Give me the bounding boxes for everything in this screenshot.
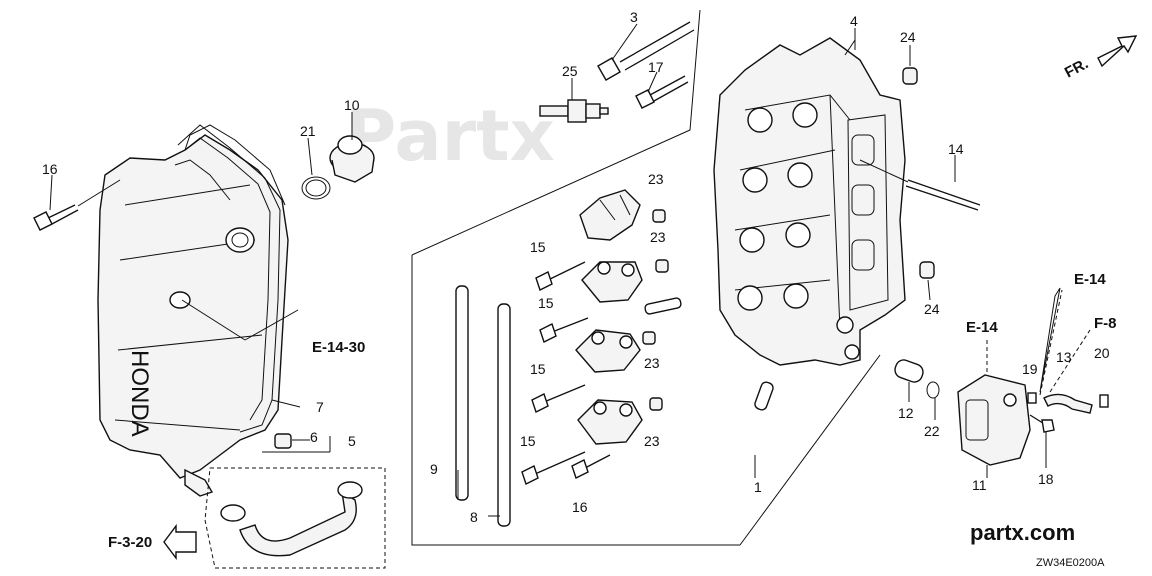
push-rod-9 bbox=[455, 285, 469, 501]
ref-f-8: F-8 bbox=[1094, 315, 1117, 332]
bolt-15-b bbox=[539, 317, 589, 343]
callout-3: 3 bbox=[630, 9, 638, 25]
callout-21: 21 bbox=[300, 123, 316, 139]
bolt-15-a bbox=[535, 261, 586, 291]
leader-lines bbox=[49, 23, 1047, 517]
callout-10: 10 bbox=[344, 97, 360, 113]
cylinder-head bbox=[713, 37, 906, 366]
sleeve-24-side bbox=[919, 261, 935, 279]
callout-23-a: 23 bbox=[648, 171, 664, 187]
fuel-hose-13 bbox=[1043, 393, 1093, 414]
bolt-18 bbox=[1029, 414, 1055, 433]
cover-drain-nozzle bbox=[184, 468, 214, 497]
callout-5: 5 bbox=[348, 433, 356, 449]
brand-logo: partx.com bbox=[970, 520, 1075, 545]
clip-20 bbox=[1099, 394, 1109, 408]
callout-22: 22 bbox=[924, 423, 940, 439]
fuel-pump bbox=[957, 374, 1031, 466]
bolt-15-d bbox=[521, 451, 586, 485]
bolt-15-c bbox=[531, 384, 586, 413]
callout-11: 11 bbox=[972, 477, 987, 493]
callout-4: 4 bbox=[850, 13, 858, 29]
callout-16-left: 16 bbox=[42, 161, 58, 177]
bolt-16-center bbox=[571, 454, 611, 479]
cover-gasket bbox=[177, 124, 281, 433]
hose-clip-left bbox=[220, 504, 246, 522]
bolt-3 bbox=[597, 21, 695, 81]
stud-14 bbox=[905, 179, 981, 211]
callout-6: 6 bbox=[310, 429, 318, 445]
callout-23-d: 23 bbox=[644, 433, 660, 449]
dowel-23-b bbox=[655, 259, 669, 273]
callout-19: 19 bbox=[1022, 361, 1038, 377]
grommet bbox=[274, 433, 292, 449]
dowel-23-c bbox=[642, 331, 656, 345]
valve-guide bbox=[644, 297, 682, 315]
watermark: Partx bbox=[345, 95, 555, 177]
ref-pointer-e14-right bbox=[1039, 287, 1061, 393]
callout-12: 12 bbox=[898, 405, 914, 421]
rocker-arm-1 bbox=[579, 189, 641, 241]
ref-f-3-20: F-3-20 bbox=[108, 534, 152, 551]
gasket-22 bbox=[926, 381, 940, 399]
cover-gasket-inner bbox=[184, 137, 271, 421]
hose-group-box bbox=[204, 467, 386, 569]
cover-logo: HONDA bbox=[126, 350, 153, 437]
clip-19 bbox=[1027, 392, 1037, 404]
breather-port bbox=[169, 291, 191, 309]
callout-15-d: 15 bbox=[520, 433, 536, 449]
callout-labels: 1 3 4 5 6 7 8 9 10 11 12 13 14 15 15 15 … bbox=[42, 9, 1110, 525]
front-direction-arrow-icon bbox=[1097, 35, 1138, 68]
hose-clip-right bbox=[337, 481, 363, 499]
push-rod-8 bbox=[497, 303, 511, 527]
callout-23-b: 23 bbox=[650, 229, 666, 245]
callout-24-top: 24 bbox=[900, 29, 916, 45]
stud-lower bbox=[754, 381, 774, 411]
callout-23-c: 23 bbox=[644, 355, 660, 371]
sleeve-24-top bbox=[902, 67, 918, 85]
pump-pusher-12 bbox=[894, 359, 924, 383]
ref-e-14-right: E-14 bbox=[1074, 271, 1106, 288]
ref-arrow-left-icon bbox=[163, 523, 197, 561]
diagram-code: ZW34E0200A bbox=[1036, 557, 1105, 569]
callout-16-center: 16 bbox=[572, 499, 588, 515]
callout-8: 8 bbox=[470, 509, 478, 525]
callout-25: 25 bbox=[562, 63, 578, 79]
callout-20: 20 bbox=[1094, 345, 1110, 361]
reference-labels: E-14-30 E-14 E-14 F-8 F-3-20 bbox=[108, 271, 1117, 551]
oil-filler-neck bbox=[225, 227, 255, 253]
callout-15-c: 15 bbox=[530, 361, 546, 377]
oil-filler-cap bbox=[329, 135, 375, 183]
direction-label: FR. bbox=[1062, 55, 1091, 81]
breather-hose bbox=[239, 490, 357, 557]
spark-plug bbox=[539, 99, 609, 123]
ref-e-14-center: E-14 bbox=[966, 319, 998, 336]
rocker-arm-4 bbox=[577, 399, 643, 445]
callout-7: 7 bbox=[316, 399, 324, 415]
callout-9: 9 bbox=[430, 461, 438, 477]
ref-e-14-30: E-14-30 bbox=[312, 339, 365, 356]
bolt-16-left bbox=[33, 204, 79, 231]
dowel-23-d bbox=[649, 397, 663, 411]
rocker-arm-3 bbox=[575, 329, 641, 373]
dowel-23-a bbox=[652, 209, 666, 223]
callout-17: 17 bbox=[648, 59, 664, 75]
callout-14: 14 bbox=[948, 141, 964, 157]
callout-15-b: 15 bbox=[538, 295, 554, 311]
rocker-arm-2 bbox=[581, 261, 643, 303]
callout-15-a: 15 bbox=[530, 239, 546, 255]
valve-train-frame bbox=[411, 9, 881, 546]
bolt-17 bbox=[635, 75, 689, 109]
o-ring bbox=[301, 176, 331, 200]
callout-18: 18 bbox=[1038, 471, 1054, 487]
callout-24-side: 24 bbox=[924, 301, 940, 317]
callout-1: 1 bbox=[754, 479, 762, 495]
callout-13: 13 bbox=[1056, 349, 1072, 365]
